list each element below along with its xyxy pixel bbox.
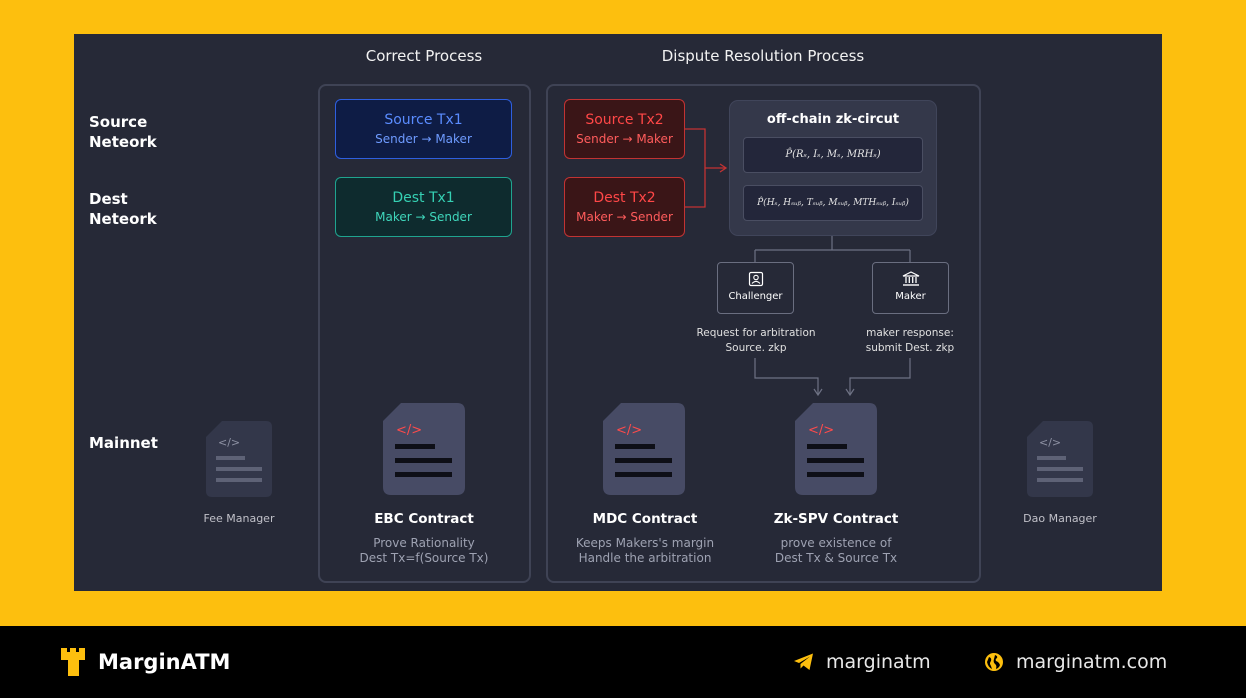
ebc-desc-line1: Prove Rationality xyxy=(373,536,475,550)
bank-icon xyxy=(902,271,919,286)
code-glyph: </> xyxy=(218,436,240,449)
mdc-desc-line1: Keeps Makers's margin xyxy=(575,536,715,550)
challenger-label: Challenger xyxy=(728,291,783,302)
maker-label: Maker xyxy=(895,291,926,302)
tx-to-circuit-connector xyxy=(685,128,728,208)
zkspv-contract-desc: prove existence of Dest Tx & Source Tx xyxy=(746,536,926,566)
challenger-note-line2: Source. zkp xyxy=(725,342,787,354)
zkspv-desc-line2: Dest Tx & Source Tx xyxy=(774,551,898,565)
footer-bar xyxy=(0,626,1246,698)
dest-tx2-sub: Maker → Sender xyxy=(576,210,673,224)
row-mainnet: Mainnet xyxy=(89,434,158,452)
correct-process-column xyxy=(318,84,531,583)
row-source-line1: Source xyxy=(89,113,148,131)
row-dest-network: Dest Neteork xyxy=(89,189,157,229)
ebc-contract-desc: Prove Rationality Dest Tx=f(Source Tx) xyxy=(334,536,514,566)
row-source-line2: Neteork xyxy=(89,133,157,151)
brand-name: MarginATM xyxy=(98,650,231,674)
dest-tx1-sub: Maker → Sender xyxy=(375,210,472,224)
dest-tx1-title: Dest Tx1 xyxy=(392,190,455,206)
dest-tx1-box: Dest Tx1 Maker → Sender xyxy=(335,177,512,237)
source-tx2-title: Source Tx2 xyxy=(585,112,664,128)
mdc-contract-desc: Keeps Makers's margin Handle the arbitra… xyxy=(555,536,735,566)
dispute-process-column xyxy=(546,84,981,583)
dest-tx2-box: Dest Tx2 Maker → Sender xyxy=(564,177,685,237)
formula-source: P̂(Rₛ, Iₛ, Mₛ, MRHₛ) xyxy=(743,137,923,173)
maker-node: Maker xyxy=(872,262,949,314)
maker-note-line2: submit Dest. zkp xyxy=(865,342,955,354)
row-source-network: Source Neteork xyxy=(89,112,157,152)
ebc-desc-line2: Dest Tx=f(Source Tx) xyxy=(359,551,489,565)
telegram-icon xyxy=(794,653,813,670)
zkspv-contract-label: Zk-SPV Contract xyxy=(773,511,899,527)
telegram-link[interactable]: marginatm xyxy=(793,651,931,673)
maker-note: maker response: submit Dest. zkp xyxy=(845,326,975,356)
code-glyph: </> xyxy=(1039,436,1061,449)
row-dest-line2: Neteork xyxy=(89,210,157,228)
challenger-node: Challenger xyxy=(717,262,794,314)
globe-icon xyxy=(985,653,1003,671)
telegram-handle: marginatm xyxy=(826,651,931,673)
code-glyph: </> xyxy=(808,423,834,438)
source-tx1-sub: Sender → Maker xyxy=(375,132,472,146)
mdc-document-icon: </> xyxy=(603,403,685,495)
ebc-document-icon: </> xyxy=(383,403,465,495)
dest-tx2-title: Dest Tx2 xyxy=(593,190,656,206)
user-badge-icon xyxy=(748,271,763,287)
header-dispute-process: Dispute Resolution Process xyxy=(661,47,865,65)
mdc-desc-line2: Handle the arbitration xyxy=(578,551,712,565)
formula-dest: P̂(Hₛ, Hₛᵤᵦ, Tₛᵤᵦ, Mₛᵤᵦ, MTHₛᵤᵦ, Iₛᵤᵦ) xyxy=(743,185,923,221)
ebc-contract-label: EBC Contract xyxy=(374,511,474,527)
source-tx2-box: Source Tx2 Sender → Maker xyxy=(564,99,685,159)
zk-circuit-title: off-chain zk-circut xyxy=(766,112,900,127)
mdc-contract-label: MDC Contract xyxy=(592,511,698,527)
source-tx2-sub: Sender → Maker xyxy=(576,132,673,146)
row-dest-line1: Dest xyxy=(89,190,128,208)
website-url: marginatm.com xyxy=(1016,651,1168,673)
source-tx1-box: Source Tx1 Sender → Maker xyxy=(335,99,512,159)
challenger-note: Request for arbitration Source. zkp xyxy=(686,326,826,356)
maker-note-line1: maker response: xyxy=(866,327,954,339)
fee-manager-document-icon: </> xyxy=(206,421,272,497)
challenger-note-line1: Request for arbitration xyxy=(696,327,816,339)
code-glyph: </> xyxy=(396,423,422,438)
website-link[interactable]: marginatm.com xyxy=(984,651,1167,673)
dao-manager-document-icon: </> xyxy=(1027,421,1093,497)
fee-manager-label: Fee Manager xyxy=(203,512,275,525)
header-correct-process: Correct Process xyxy=(365,47,483,65)
source-tx1-title: Source Tx1 xyxy=(384,112,463,128)
zkspv-desc-line1: prove existence of xyxy=(780,536,892,550)
actors-to-zkspv-connector xyxy=(754,358,911,397)
zkspv-document-icon: </> xyxy=(795,403,877,495)
dao-manager-label: Dao Manager xyxy=(1023,512,1097,525)
logo-icon xyxy=(61,648,85,676)
code-glyph: </> xyxy=(616,423,642,438)
circuit-to-actors-connector xyxy=(754,236,911,262)
